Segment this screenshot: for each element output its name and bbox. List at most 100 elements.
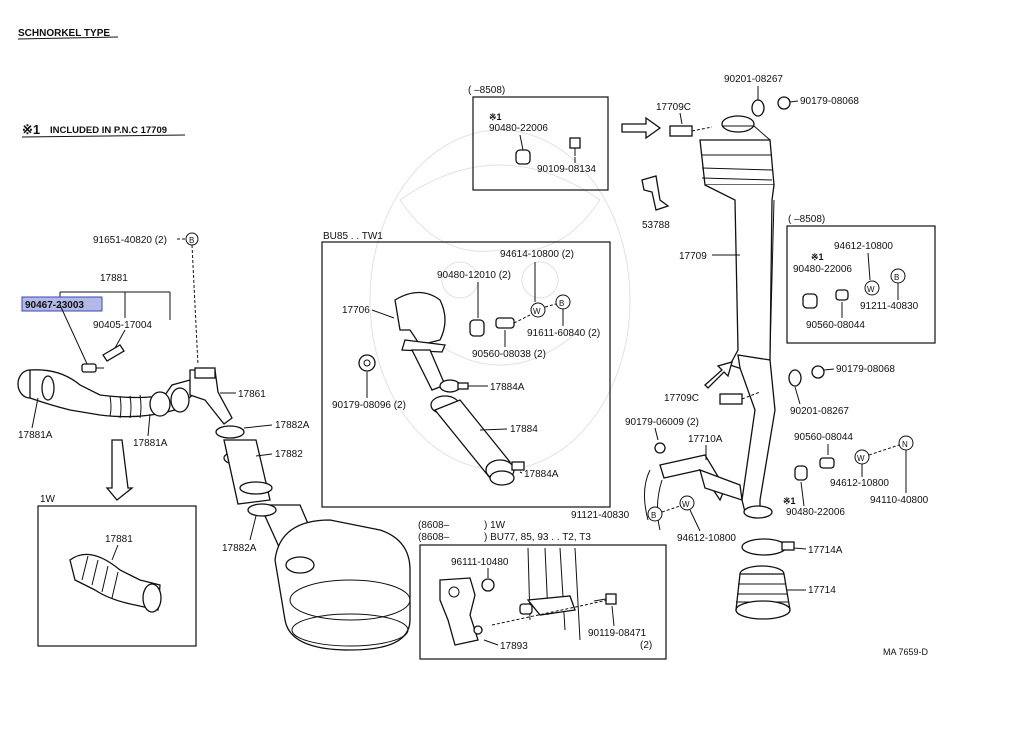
leader-91651-down — [191, 244, 199, 366]
leader-17881a-left — [31, 397, 39, 429]
label-90201-08267-top: 90201-08267 — [724, 74, 783, 85]
grommet-90480-22006-c-part — [794, 465, 808, 481]
nut-90179-08068-top-part — [777, 96, 791, 110]
label-17881a-mid: 17881A — [133, 438, 168, 449]
nut-90179-08068-mid-part — [811, 365, 825, 379]
screw-90405-part — [102, 344, 125, 362]
duct-17706-part — [394, 291, 446, 391]
dash-w-n — [868, 444, 900, 456]
leader-90201-mid — [794, 386, 801, 405]
marker-b-4-letter: B — [651, 511, 656, 520]
label-90179-08068-top: 90179-08068 — [800, 96, 859, 107]
label-17884a-top: 17884A — [490, 382, 525, 393]
label-90480-22006-b: 90480-22006 — [793, 264, 852, 275]
marker-w-1-letter: W — [533, 307, 541, 316]
label-17882a-bottom: 17882A — [222, 543, 257, 554]
label-53788: 53788 — [642, 220, 670, 231]
leader-17881-1w — [111, 544, 119, 561]
label-91211-40830: 91211-40830 — [860, 301, 919, 312]
box-8608-line2b: ) BU77, 85, 93 . . T2, T3 — [484, 532, 591, 543]
leader-90179-08068-top — [789, 100, 799, 103]
collar-90560-08038-part — [495, 317, 515, 329]
box-8608 — [419, 544, 667, 660]
box-8608-line2a: (8608– — [418, 532, 450, 543]
note-mark: ※1 — [22, 122, 40, 137]
title-underline — [17, 36, 119, 40]
box-8608-line1a: (8608– — [418, 520, 450, 531]
label-90109-08134: 90109-08134 — [537, 164, 596, 175]
note-underline — [21, 134, 186, 138]
leader-17709c-top — [679, 112, 683, 125]
box-8508-a-title: ( –8508) — [468, 85, 505, 96]
highlight-90467-23003 — [21, 296, 103, 312]
label-17882a-top: 17882A — [275, 420, 310, 431]
snorkel-17709-part — [699, 115, 776, 519]
box-8508-b-title: ( –8508) — [788, 214, 825, 225]
leader-94612-c — [689, 509, 701, 532]
label-17709c-top: 17709C — [656, 102, 691, 113]
washer-marker-w-1 — [530, 302, 546, 318]
boot-17714-part — [735, 565, 791, 620]
label-17710a: 17710A — [688, 434, 723, 445]
leader-17893 — [483, 639, 499, 646]
marker-w-3-letter: W — [857, 454, 865, 463]
label-90467-23003: 90467-23003 — [25, 300, 84, 311]
label-17861: 17861 — [238, 389, 266, 400]
label-96111-10480: 96111-10480 — [451, 557, 509, 568]
nut-90179-08096-part — [358, 354, 376, 372]
clamp-90467-part — [81, 363, 104, 373]
leader-17706 — [371, 309, 395, 319]
clip-17709c-mid-part — [719, 391, 761, 405]
leader-17882a-bottom — [249, 515, 257, 541]
box-8508-a-mark: ※1 — [489, 112, 502, 122]
label-90560-08038: 90560-08038 (2) — [472, 349, 546, 360]
leader-17714a — [793, 547, 807, 550]
washer-marker-w-4 — [679, 495, 695, 511]
arrow-17709c-mid — [704, 361, 733, 389]
leader-94612-a — [867, 252, 871, 281]
label-90119-08471: 90119-08471 — [588, 628, 647, 639]
bracket-17861-part — [189, 367, 233, 425]
hose-17884-part — [430, 395, 515, 481]
dash-collar-washer — [513, 314, 531, 324]
label-17884a-bottom: 17884A — [524, 469, 559, 480]
box-1w — [37, 505, 197, 647]
marker-b-1-letter: B — [189, 236, 194, 245]
diagram-title: SCHNORKEL TYPE — [18, 28, 110, 39]
dash-b4-w4 — [661, 505, 681, 513]
washer-90201-mid-part — [788, 369, 802, 387]
marker-w-2-letter: W — [867, 285, 875, 294]
label-17714a: 17714A — [808, 545, 843, 556]
label-90179-08096: 90179-08096 (2) — [332, 400, 406, 411]
leader-90179-06009 — [654, 427, 659, 441]
box-8508-b — [786, 225, 936, 344]
label-17881a-left: 17881A — [18, 430, 53, 441]
hose-17881-1w-part — [69, 553, 162, 613]
marker-n-letter: N — [902, 440, 908, 449]
leader-90179-08068-mid — [823, 368, 835, 371]
leader-90405 — [114, 329, 126, 349]
label-17881-top: 17881 — [100, 273, 128, 284]
nut-90179-06009-part — [654, 442, 666, 454]
label-17709: 17709 — [679, 251, 707, 262]
label-17893: 17893 — [500, 641, 528, 652]
box-8608-line1b: ) 1W — [484, 520, 506, 531]
box-1w-title: 1W — [40, 494, 56, 505]
grommet-90480-22006-b-part — [802, 293, 818, 309]
clamp-17714a-part — [741, 538, 795, 556]
label-90201-08267-mid: 90201-08267 — [790, 406, 849, 417]
leader-17882 — [255, 453, 273, 457]
label-17706: 17706 — [342, 305, 370, 316]
clamp-17884a-bottom-part — [489, 461, 525, 486]
leader-90480-22006-a — [519, 134, 524, 151]
marker-b-2-letter: B — [559, 299, 564, 308]
label-17882: 17882 — [275, 449, 303, 460]
box-bu85 — [321, 241, 611, 508]
label-94614-10800: 94614-10800 (2) — [500, 249, 574, 260]
label-90179-06009: 90179-06009 (2) — [625, 417, 699, 428]
bolt-90119-part — [593, 593, 617, 605]
bracket-8608-part — [519, 547, 581, 641]
label-90119-qty: (2) — [640, 640, 652, 651]
washer-marker-w-2 — [864, 280, 880, 296]
